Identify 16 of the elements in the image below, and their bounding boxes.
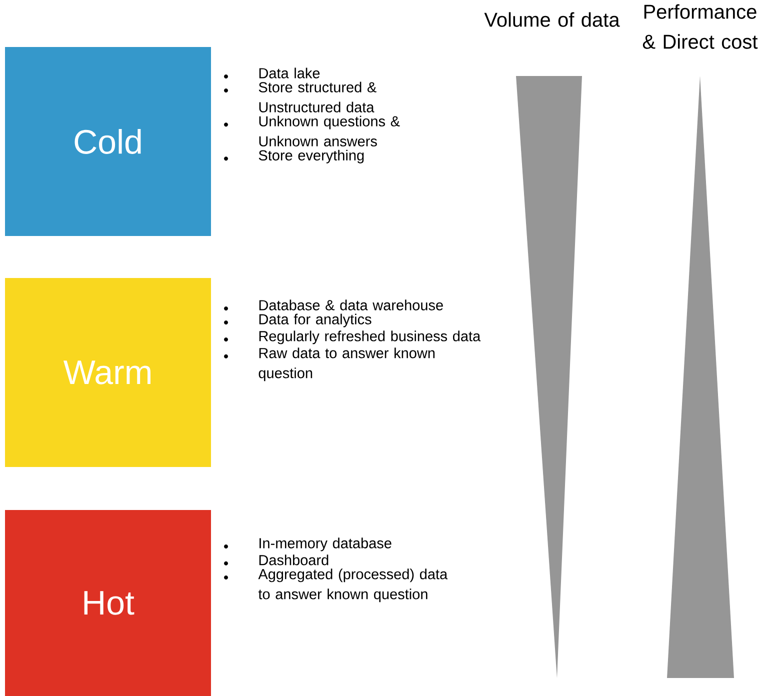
bullet-item: Store everything	[258, 150, 364, 164]
bullet-item: Dashboard	[259, 554, 328, 566]
bullet-item: Data for analytics	[259, 314, 372, 328]
bullet-item: Store structured & Unstructured data	[258, 82, 376, 112]
bullet-item: Data lake	[259, 68, 320, 78]
bullet-item: Aggregated (processed) data to answer known question	[258, 568, 448, 602]
tier-box: Warm	[5, 278, 211, 467]
tier-box: Cold	[5, 47, 211, 236]
bullet-item: Regularly refreshed business data	[259, 330, 481, 344]
tier-box: Hot	[5, 510, 211, 696]
bullet-item: In-memory database	[260, 538, 392, 552]
bullet-item: Database & data warehouse	[259, 300, 443, 310]
bullet-item: Unknown questions & Unknown answers	[259, 116, 400, 146]
node-label: Volume of data	[484, 12, 620, 27]
bullet-item: Raw data to answer known question	[258, 348, 435, 382]
node-label: Performance & Direct cost	[642, 4, 758, 49]
